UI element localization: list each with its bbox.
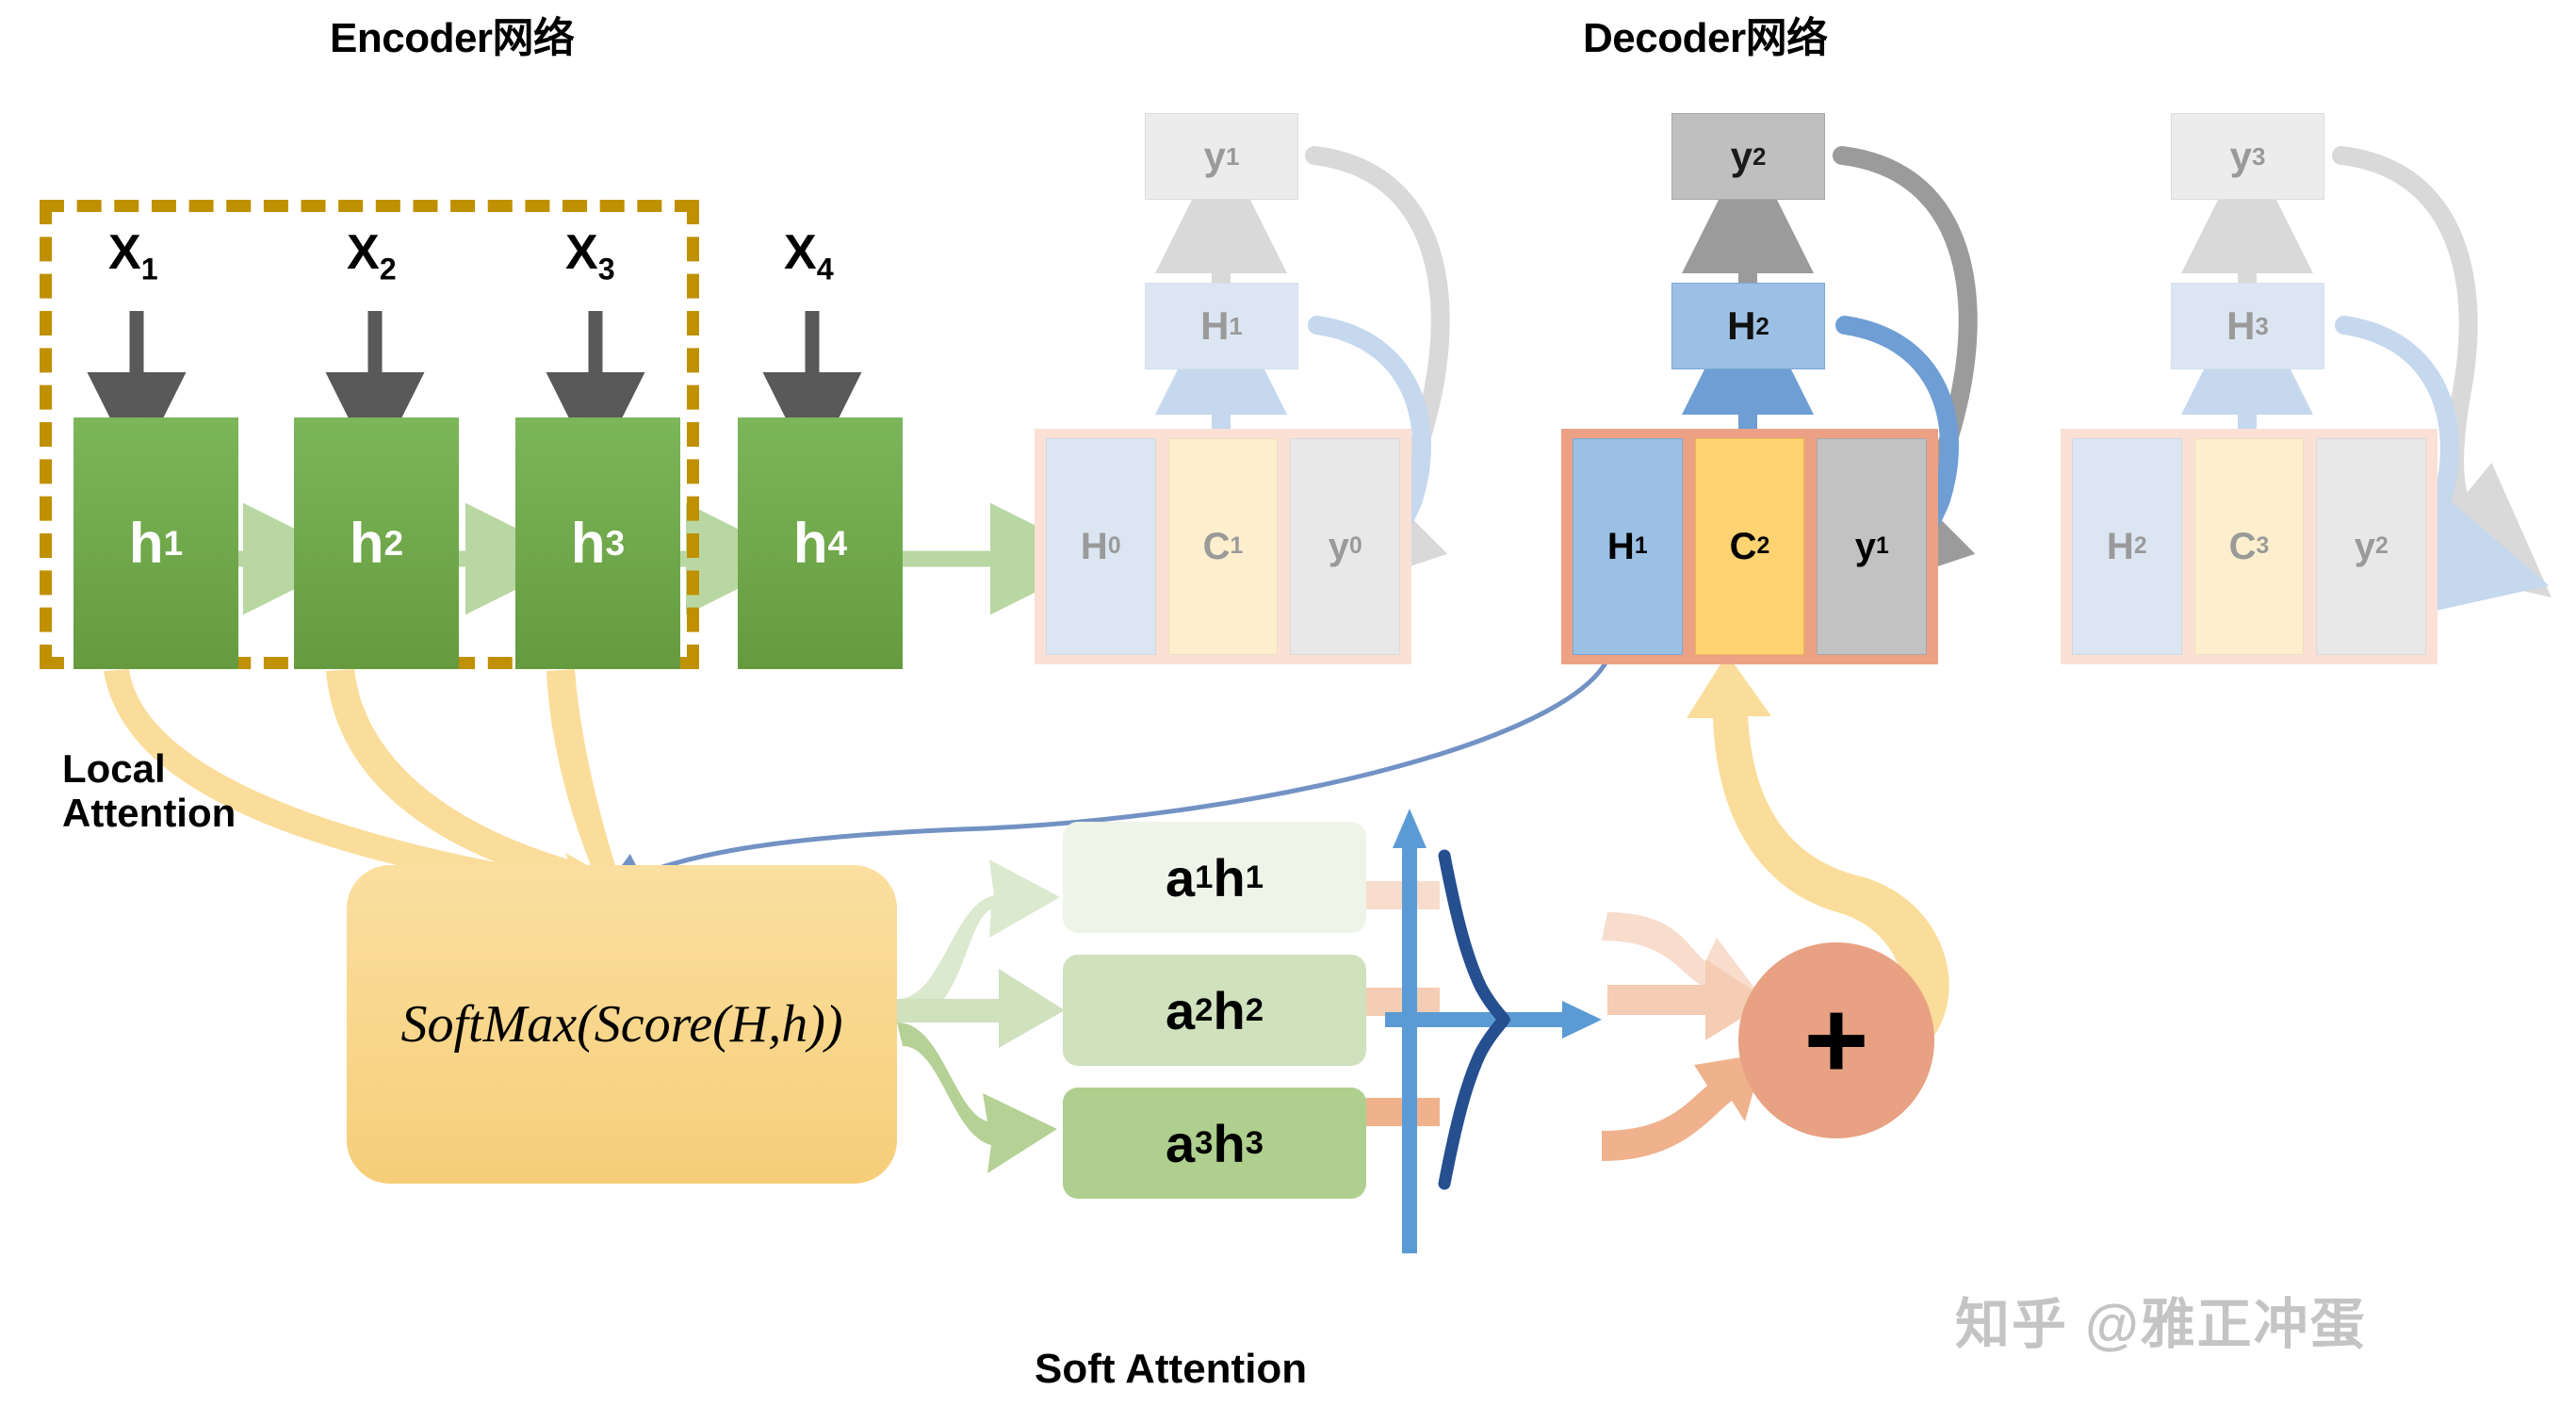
hidden-to-output-arrows xyxy=(1155,140,2313,283)
decoder-title: Decoder网络 xyxy=(1583,15,1828,61)
weights-to-sum-arrows xyxy=(1364,881,1769,1161)
plus-icon: + xyxy=(1803,977,1869,1103)
sum-node[interactable]: + xyxy=(1738,942,1934,1138)
encoder-input-x3: X3 xyxy=(565,225,615,286)
local-attention-label-line1: Local xyxy=(62,746,166,791)
softmax-score-box[interactable]: SoftMax(Score(H,h)) xyxy=(347,865,897,1184)
gaussian-curve xyxy=(1438,849,1511,1190)
watermark: 知乎 @雅正冲蛋 xyxy=(1955,1294,2367,1355)
local-attention-label: Local Attention xyxy=(62,746,236,835)
gaussian-plot-axes xyxy=(1385,809,1602,1253)
soft-attention-label: Soft Attention xyxy=(1035,1346,1308,1392)
encoder-input-x4: X4 xyxy=(784,225,834,286)
encoder-title: Encoder网络 xyxy=(330,15,575,61)
softmax-formula: SoftMax(Score(H,h)) xyxy=(400,995,843,1054)
local-attention-label-line2: Attention xyxy=(62,791,236,836)
cell-to-hidden-arrows xyxy=(1155,282,2313,429)
gaussian-distribution-panel xyxy=(1381,794,1614,1261)
encoder-input-x1: X1 xyxy=(108,225,158,286)
softmax-to-weights-arrows xyxy=(897,859,1065,1173)
encoder-input-x2: X2 xyxy=(347,225,397,286)
